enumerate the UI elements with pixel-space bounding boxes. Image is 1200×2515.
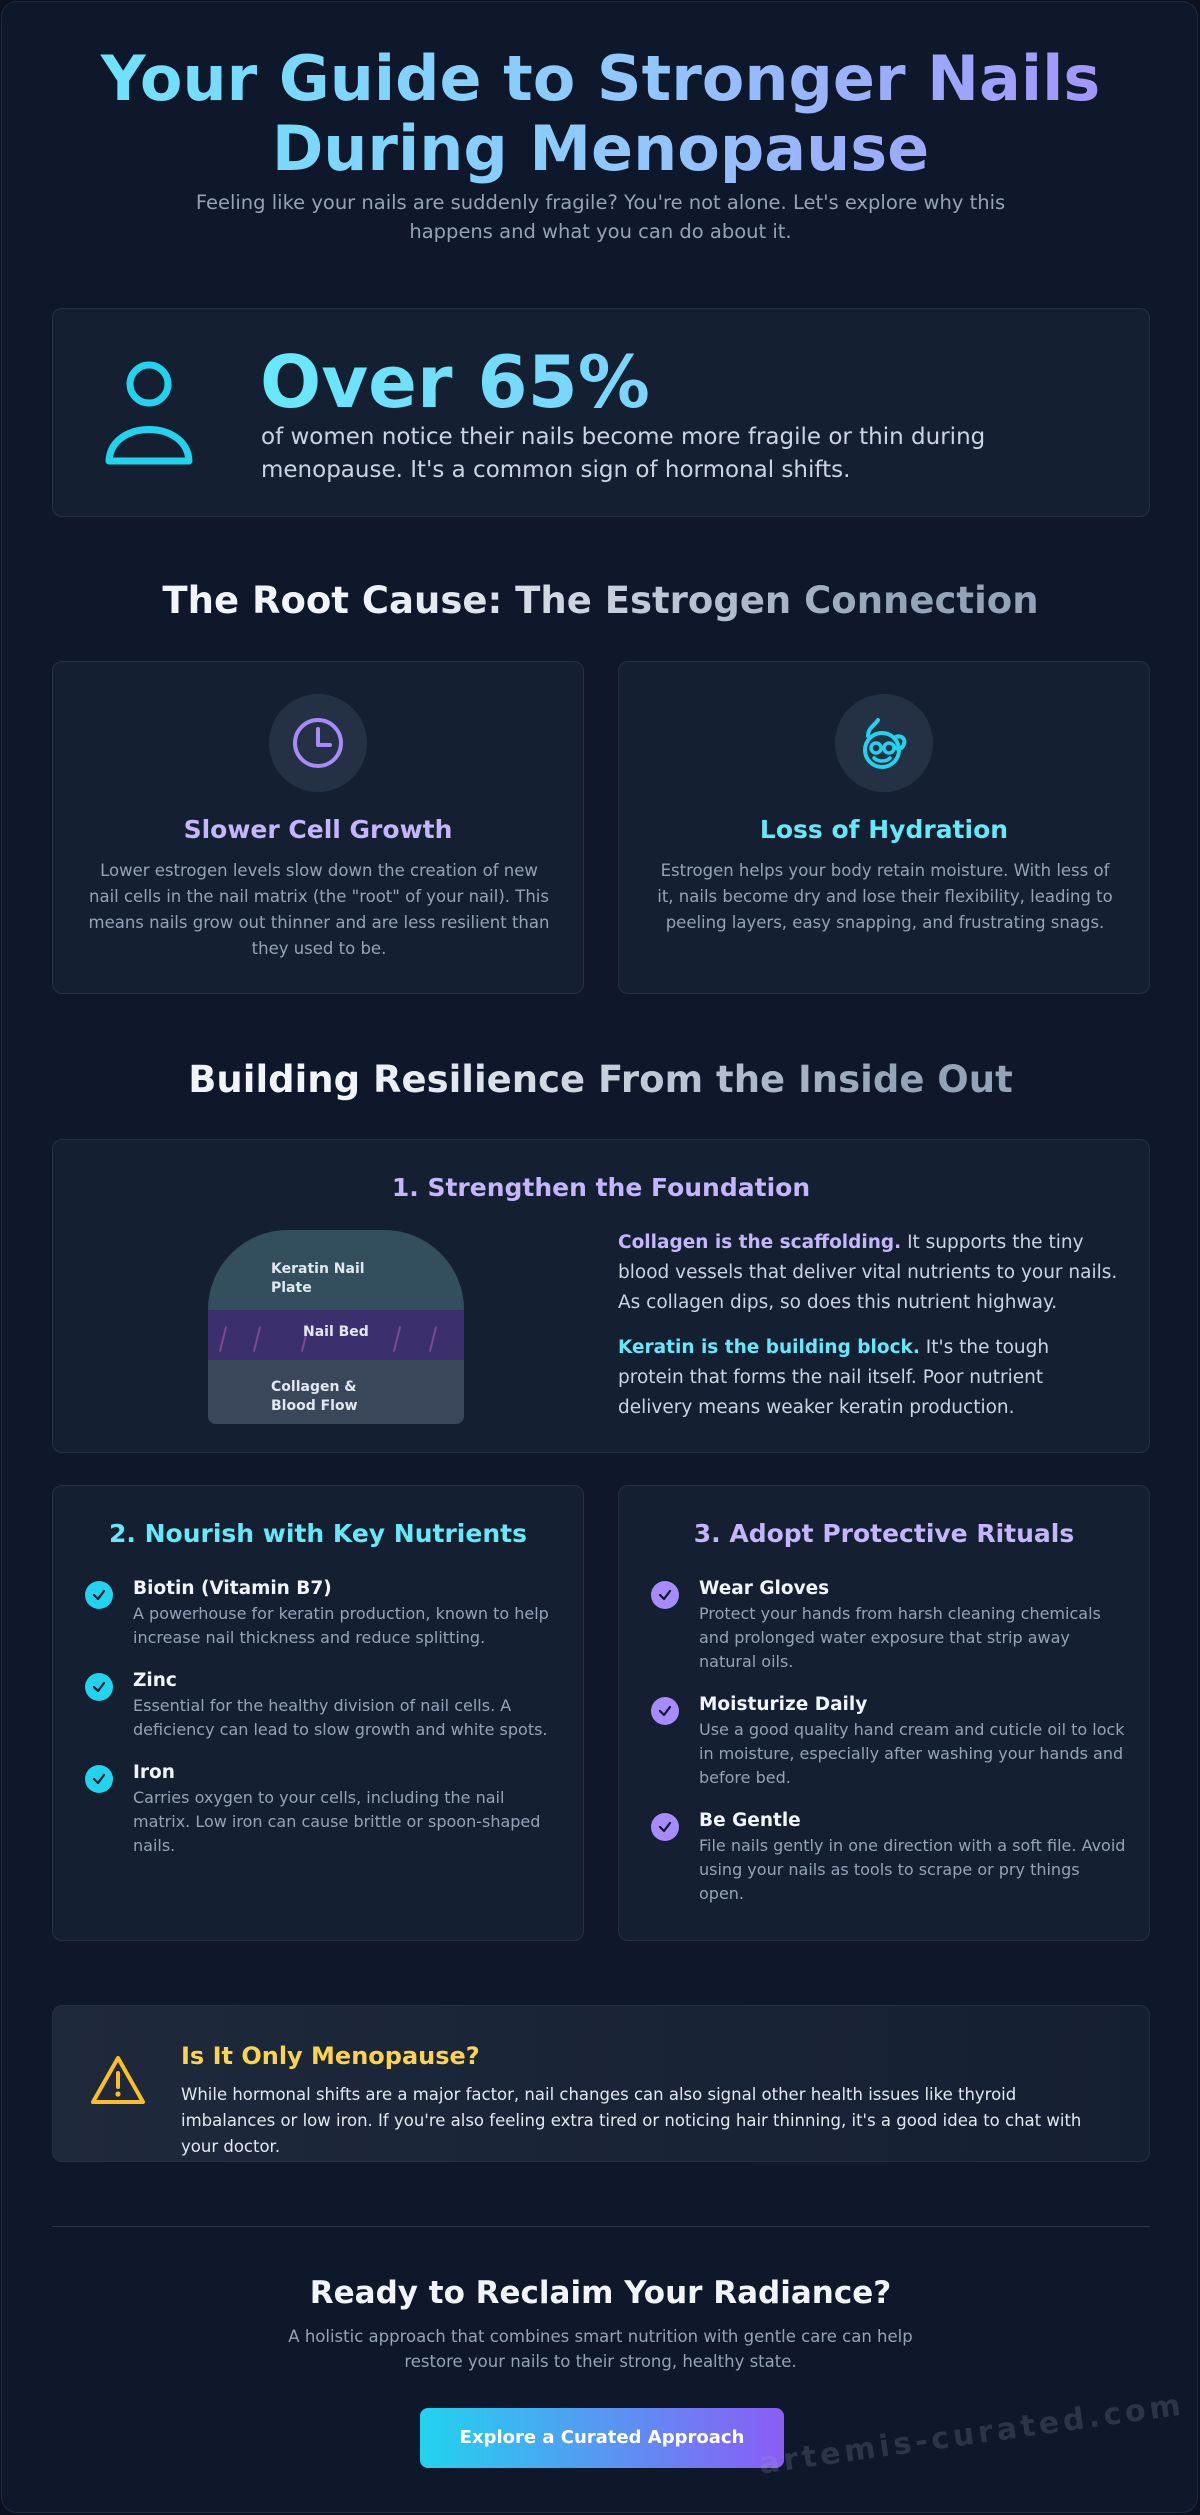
warning-title: Is It Only Menopause? (181, 2042, 480, 2070)
item-description: Protect your hands from harsh cleaning c… (699, 1604, 1101, 1671)
keratin-paragraph: Keratin is the building block. It's the … (618, 1337, 1050, 1418)
check-icon (85, 1765, 113, 1793)
check-icon (85, 1581, 113, 1609)
item-description: Use a good quality hand cream and cuticl… (699, 1720, 1125, 1787)
nail-plate-label: Keratin Nail Plate (271, 1261, 365, 1296)
cta-text: A holistic approach that combines smart … (288, 2327, 913, 2371)
nail-bed-layer (208, 1310, 464, 1360)
check-icon (651, 1581, 679, 1609)
item-description: Essential for the healthy division of na… (133, 1696, 548, 1739)
item-name: Moisturize Daily (699, 1694, 868, 1715)
collagen-paragraph: Collagen is the scaffolding. It supports… (618, 1232, 1118, 1313)
item-description: A powerhouse for keratin production, kno… (133, 1604, 549, 1647)
page-subtitle: Feeling like your nails are suddenly fra… (195, 191, 1006, 243)
section-divider (52, 2226, 1150, 2227)
item-description: File nails gently in one direction with … (699, 1836, 1126, 1903)
item-description: Carries oxygen to your cells, including … (133, 1788, 541, 1855)
clock-icon (269, 694, 367, 792)
watermark: artemis-curated.com (757, 2387, 1187, 2482)
explore-approach-button[interactable]: Explore a Curated Approach (420, 2408, 784, 2468)
user-icon (101, 357, 197, 473)
foundation-text: Collagen is the scaffolding. It supports… (618, 1228, 1118, 1438)
nutrients-title: 2. Nourish with Key Nutrients (109, 1519, 527, 1548)
rituals-title: 3. Adopt Protective Rituals (693, 1519, 1075, 1548)
stat-card: Over 65% of women notice their nails bec… (52, 308, 1150, 517)
stat-value: Over 65% (260, 337, 650, 427)
cause-card-hydration: Loss of Hydration Estrogen helps your bo… (618, 661, 1150, 994)
item-name: Be Gentle (699, 1810, 801, 1831)
warning-icon (89, 2054, 147, 2112)
stat-description: of women notice their nails become more … (261, 424, 986, 483)
nail-plate-layer (208, 1230, 464, 1310)
page-title: Your Guide to Stronger Nails During Meno… (2, 44, 1197, 184)
cause-title: Slower Cell Growth (183, 815, 453, 844)
cause-text: Lower estrogen levels slow down the crea… (88, 861, 550, 958)
check-icon (651, 1697, 679, 1725)
item-name: Biotin (Vitamin B7) (133, 1578, 332, 1599)
blood-flow-label: Collagen & Blood Flow (271, 1379, 358, 1414)
cta-title: Ready to Reclaim Your Radiance? (309, 2275, 892, 2311)
foundation-title: 1. Strengthen the Foundation (391, 1173, 811, 1202)
item-name: Wear Gloves (699, 1578, 830, 1599)
check-icon (651, 1813, 679, 1841)
hydration-icon (835, 694, 933, 792)
cause-title: Loss of Hydration (759, 815, 1009, 844)
nail-anatomy-diagram: Keratin Nail Plate Nail Bed Collagen & B… (208, 1230, 464, 1424)
check-icon (85, 1673, 113, 1701)
cause-card-slower-growth: Slower Cell Growth Lower estrogen levels… (52, 661, 584, 994)
warning-card: Is It Only Menopause? While hormonal shi… (52, 2005, 1150, 2162)
item-name: Zinc (133, 1670, 177, 1691)
nutrients-card: 2. Nourish with Key Nutrients Biotin (Vi… (52, 1485, 584, 1941)
foundation-card: 1. Strengthen the Foundation Keratin Nai… (52, 1139, 1150, 1453)
resilience-heading: Building Resilience From the Inside Out (2, 1057, 1197, 1103)
blood-flow-layer (208, 1360, 464, 1424)
item-name: Iron (133, 1762, 175, 1783)
cause-text: Estrogen helps your body retain moisture… (657, 861, 1113, 932)
root-cause-heading: The Root Cause: The Estrogen Connection (2, 578, 1197, 624)
nail-bed-label: Nail Bed (303, 1324, 369, 1340)
warning-text: While hormonal shifts are a major factor… (181, 2085, 1082, 2156)
rituals-card: 3. Adopt Protective Rituals Wear Gloves … (618, 1485, 1150, 1941)
